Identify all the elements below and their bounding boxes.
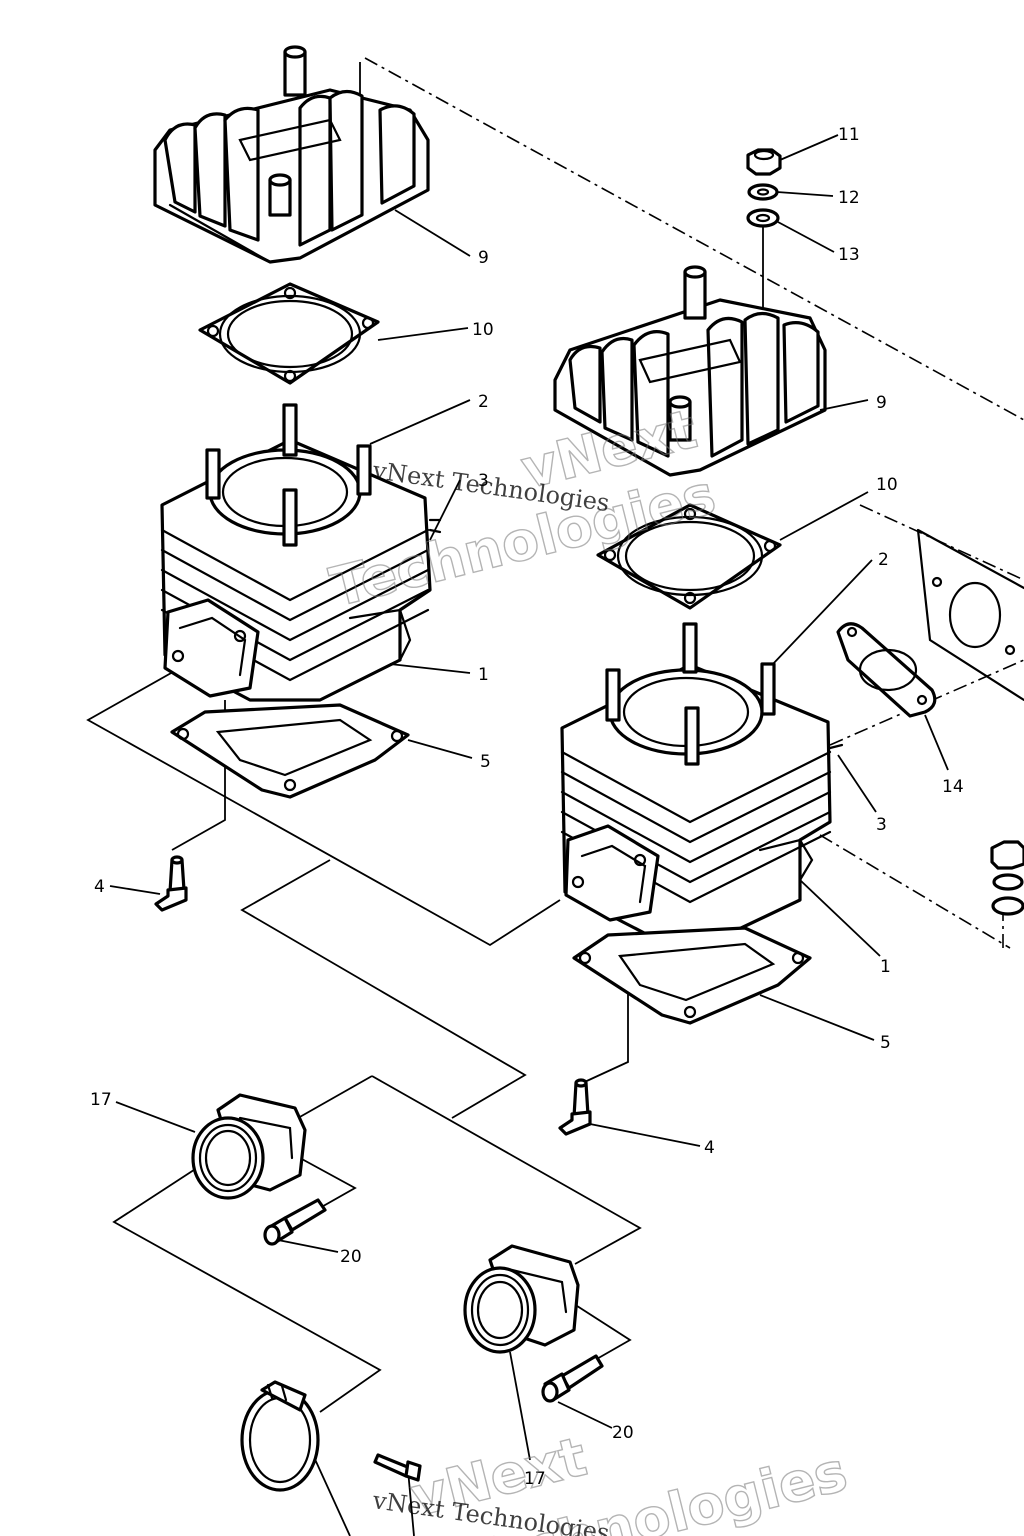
base-gasket-right xyxy=(572,926,812,1025)
head-gasket-left xyxy=(198,282,380,385)
callout-1-left: 1 xyxy=(478,665,489,685)
clamp-screw xyxy=(373,1453,422,1482)
callout-17-lower: 17 xyxy=(524,1469,546,1489)
callout-9-left: 9 xyxy=(478,248,489,268)
hose-clamp xyxy=(240,1380,320,1492)
callout-3-right: 3 xyxy=(876,815,887,835)
callout-3-left: 3 xyxy=(478,471,489,491)
nipple-fitting-right xyxy=(558,1078,592,1136)
callout-13: 13 xyxy=(838,245,860,265)
callout-2-left: 2 xyxy=(478,392,489,412)
bolt-lower xyxy=(541,1354,604,1403)
side-plate xyxy=(916,528,1024,702)
nipple-fitting-left xyxy=(154,855,188,912)
callout-10-right: 10 xyxy=(876,475,898,495)
callout-10-left: 10 xyxy=(472,320,494,340)
callout-labels: 11 12 13 9 10 2 3 1 5 4 9 10 2 14 3 1 5 … xyxy=(90,125,964,1489)
callout-12: 12 xyxy=(838,188,860,208)
callout-1-right: 1 xyxy=(880,957,891,977)
cylinder-head-right xyxy=(553,265,827,477)
cylinder-right xyxy=(560,622,844,940)
callout-14: 14 xyxy=(942,777,964,797)
intake-manifold-lower xyxy=(463,1244,580,1354)
callout-20-lower: 20 xyxy=(612,1423,634,1443)
nut-washer-stack xyxy=(746,148,782,228)
callout-11: 11 xyxy=(838,125,860,145)
callout-17-upper: 17 xyxy=(90,1090,112,1110)
callout-4-right: 4 xyxy=(704,1138,715,1158)
callout-9-right: 9 xyxy=(876,393,887,413)
assembly-lines xyxy=(86,667,642,1536)
cylinder-head-left xyxy=(153,45,430,264)
callout-5-left: 5 xyxy=(480,752,491,772)
callout-2-right: 2 xyxy=(878,550,889,570)
cylinder-left xyxy=(160,403,442,702)
head-gasket-right xyxy=(596,503,782,610)
callout-5-right: 5 xyxy=(880,1033,891,1053)
nut-washer-stack-edge xyxy=(990,840,1024,916)
callout-4-left: 4 xyxy=(94,877,105,897)
exhaust-gasket xyxy=(836,622,937,718)
bolt-upper xyxy=(263,1198,327,1246)
intake-manifold-upper xyxy=(191,1093,307,1200)
callout-leaders xyxy=(109,134,949,1461)
callout-20-upper: 20 xyxy=(340,1247,362,1267)
base-gasket-left xyxy=(170,703,410,799)
